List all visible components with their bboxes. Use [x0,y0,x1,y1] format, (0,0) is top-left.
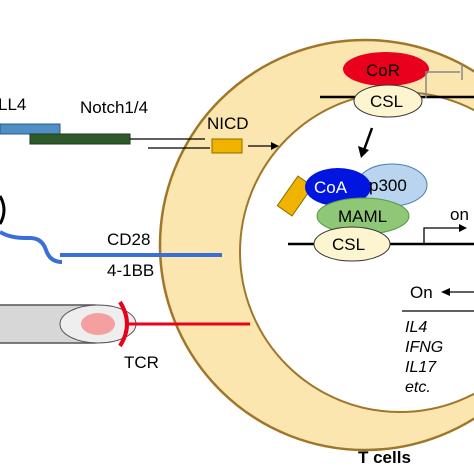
transcription-arrow-head [459,224,467,232]
dll4-label: LL4 [0,95,26,114]
nicd-arrow-head [271,142,279,150]
gene-il17: IL17 [405,359,437,376]
mhc-peptide [81,313,115,335]
gene-etc: etc. [405,379,431,396]
nicd-box [211,138,243,154]
dll4-ligand-bar [0,123,61,135]
tcr-cup [118,300,129,348]
on-right-label: on [450,205,469,224]
notch-label: Notch1/4 [80,98,148,117]
cor-ellipse [343,52,429,86]
notch-receptor-bar [29,133,131,145]
cd28-ligand-curve [0,230,63,264]
repression-line [425,71,460,98]
csl-bottom-ellipse [313,226,391,262]
cor-label: CoR [366,61,400,80]
gene-il4: IL4 [405,319,427,336]
p300-label: p300 [369,176,407,195]
csl-bottom-label: CSL [332,235,365,254]
genes-arrow-head [441,288,450,296]
activation-arrow-head [358,146,369,158]
nicd-bound-box [276,175,314,217]
coa-label: CoA [314,178,348,197]
nicd-label: NICD [207,114,249,133]
maml-label: MAML [338,207,387,226]
transcription-arrow [423,227,460,244]
on-left-label: On [410,283,433,302]
bb41-label: 4-1BB [107,261,154,280]
apc-edge [0,195,6,225]
csl-top-ellipse [353,84,423,118]
coa-ellipse [305,168,371,206]
csl-top-label: CSL [370,92,403,111]
cd28-label: CD28 [107,230,150,249]
activation-arrow-line [362,127,374,151]
cell-title: T cells [358,448,411,467]
gene-ifng: IFNG [405,339,443,356]
tcr-label: TCR [124,353,159,372]
